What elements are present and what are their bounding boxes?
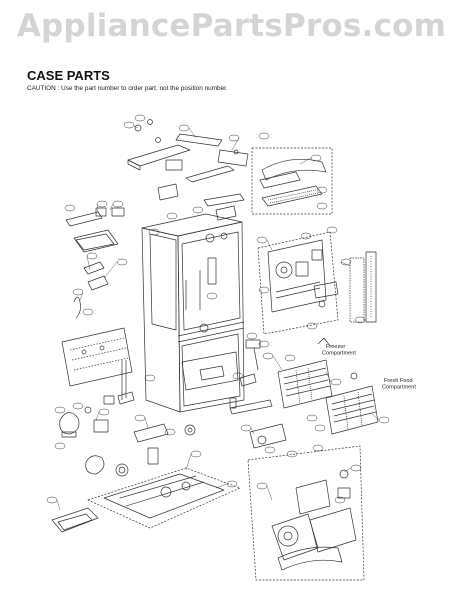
back-panel	[61, 327, 133, 387]
callout-bubbles	[46, 114, 390, 504]
site-watermark: AppliancePartsPros.com	[16, 8, 447, 44]
left-tray-parts	[65, 207, 125, 319]
freezer-evaporator	[277, 337, 333, 409]
fresh-food-evaporator	[325, 372, 379, 435]
fresh-food-compartment-label: Fresh Food Compartment	[382, 378, 416, 391]
caution-note: CAUTION : Use the part number to order p…	[27, 85, 228, 92]
evaporator-fan-assembly	[257, 231, 339, 335]
leader-lines	[56, 125, 380, 511]
misc-small-parts	[229, 339, 287, 449]
freezer-compartment-label: Freezer Compartment	[322, 344, 356, 357]
top-hinge-group	[127, 119, 249, 207]
base-tray-assembly	[51, 467, 241, 533]
compressor-parts	[59, 360, 196, 477]
bottom-right-housing	[247, 445, 365, 581]
side-duct-strips	[349, 251, 377, 323]
page-title: CASE PARTS	[27, 68, 110, 83]
top-right-assembly	[251, 147, 333, 215]
cabinet-body	[141, 205, 245, 413]
